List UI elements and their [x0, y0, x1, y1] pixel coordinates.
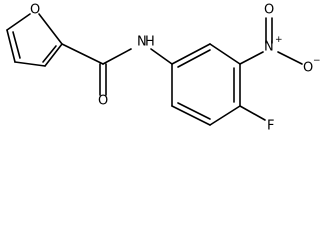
bond-o1-c2	[38, 13, 63, 45]
bond-carbonyl-n	[102, 48, 132, 65]
bond-ar5-ar6-inner	[177, 102, 211, 120]
bond-ar3-nitro-n	[239, 51, 264, 65]
bond-nitro-o-right	[277, 51, 303, 65]
nitro-oxygen-right-label: O	[303, 61, 313, 76]
bond-c4-c5	[6, 29, 16, 63]
bond-ar1-ar2-inner	[177, 49, 211, 68]
bond-ar4-ar5	[209, 105, 241, 126]
bond-c2-carbonyl	[61, 43, 104, 65]
amide-hydrogen-label: H	[145, 35, 155, 50]
carbonyl-oxygen-label: O	[98, 94, 108, 109]
bond-c2-c3	[44, 43, 63, 67]
bond-c5-o1	[6, 13, 31, 31]
nitro-oxygen-top-label: O	[264, 3, 274, 18]
bond-ar5-ar6	[171, 105, 211, 126]
bond-c2-c3-inner	[42, 45, 57, 63]
bond-c4-c5-inner	[12, 31, 21, 59]
fluorine-label: F	[267, 119, 274, 134]
nitro-plus-charge: +	[275, 35, 283, 45]
bond-ar2-ar3	[209, 43, 241, 65]
furan-oxygen-label: O	[30, 3, 40, 18]
amide-nitrogen-label: N	[137, 35, 147, 50]
bond-n-aryl	[150, 48, 173, 65]
nitro-nitrogen-label: N	[264, 40, 274, 55]
chemical-structure: O N H O N + O O − F	[6, 3, 321, 134]
bond-ar4-f	[239, 105, 266, 121]
nitro-minus-charge: −	[313, 56, 321, 66]
bond-c3-c4	[14, 61, 46, 67]
bond-ar1-ar2	[171, 43, 211, 65]
